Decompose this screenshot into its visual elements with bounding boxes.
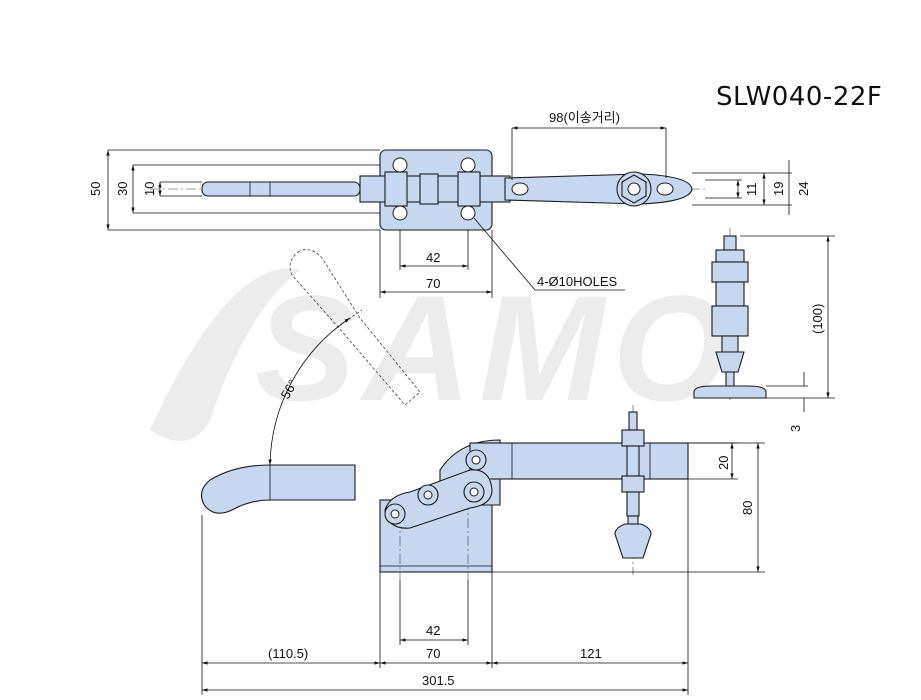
top-view: 50 30 10 98(이송거리) 42 70 4-Ø10HOLES 11 19… xyxy=(88,110,811,298)
dim-top-70: 70 xyxy=(426,276,440,291)
dim-121: 121 xyxy=(580,646,602,661)
dim-19: 19 xyxy=(771,182,786,196)
dim-front-70: 70 xyxy=(426,646,440,661)
dim-front-42: 42 xyxy=(426,623,440,638)
dim-11: 11 xyxy=(744,183,759,197)
dim-1105: (110.5) xyxy=(268,646,308,661)
side-view: (100) 3 xyxy=(693,228,835,432)
dim-top-42: 42 xyxy=(426,250,440,265)
watermark-text: SAMO xyxy=(255,264,737,432)
dim-3: 3 xyxy=(788,425,803,432)
dim-24: 24 xyxy=(796,182,811,196)
dim-10: 10 xyxy=(142,182,157,196)
dim-100: (100) xyxy=(810,304,825,334)
dim-80: 80 xyxy=(740,501,755,515)
dim-travel: 98(이송거리) xyxy=(549,110,620,125)
dim-20: 20 xyxy=(716,456,731,470)
dim-3015: 301.5 xyxy=(422,673,455,688)
holes-note: 4-Ø10HOLES xyxy=(537,274,618,289)
dim-30: 30 xyxy=(115,182,130,196)
watermark: SAMO xyxy=(150,264,737,441)
dim-50: 50 xyxy=(88,182,103,196)
front-view: 56° 20 80 xyxy=(200,249,765,695)
model-title: SLW040-22F xyxy=(716,82,883,112)
